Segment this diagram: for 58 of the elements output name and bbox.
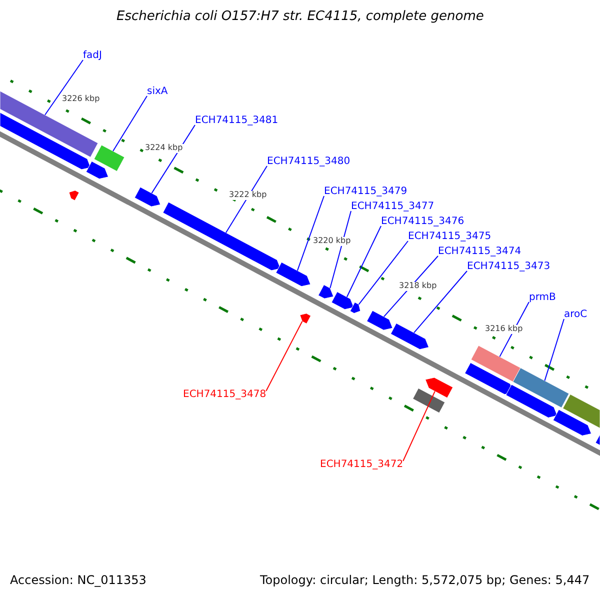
gene-block bbox=[331, 292, 354, 310]
gene-block bbox=[68, 190, 80, 201]
leader-line bbox=[358, 240, 408, 305]
gene-label: ECH74115_3474 bbox=[438, 246, 522, 257]
feature-bar bbox=[0, 90, 98, 158]
scale-label: 3222 kbp bbox=[228, 191, 268, 200]
gene-label: ECH74115_3480 bbox=[267, 156, 350, 167]
gene-label: prmB bbox=[529, 292, 556, 303]
feature-bar bbox=[562, 394, 600, 428]
leader-line bbox=[544, 318, 564, 382]
gene-block bbox=[425, 377, 454, 398]
gene-block bbox=[86, 161, 109, 180]
gene-label: aroC bbox=[564, 309, 588, 320]
genome-summary-text: Topology: circular; Length: 5,572,075 bp; Genes: 5,447 bbox=[260, 574, 590, 588]
scale-label: 3216 kbp bbox=[484, 325, 524, 334]
gene-label: fadJ bbox=[83, 50, 102, 61]
gene-label: ECH74115_3478 bbox=[183, 389, 266, 400]
scale-label: 3224 kbp bbox=[144, 144, 184, 153]
feature-bar bbox=[412, 388, 446, 414]
accession-text: Accession: NC_011353 bbox=[10, 574, 146, 588]
gene-label: ECH74115_3481 bbox=[195, 115, 278, 126]
gene-block bbox=[464, 362, 514, 395]
gene-label: ECH74115_3473 bbox=[467, 261, 550, 272]
leader-line bbox=[151, 124, 196, 194]
leader-line bbox=[225, 166, 268, 234]
gene-block bbox=[0, 112, 91, 170]
leader-line bbox=[44, 60, 84, 116]
gene-block bbox=[350, 302, 361, 314]
gene-block bbox=[595, 434, 600, 446]
scale-label: 3218 kbp bbox=[398, 282, 438, 291]
gene-label: ECH74115_3475 bbox=[408, 231, 492, 242]
feature-bar bbox=[470, 345, 522, 382]
gene-block bbox=[300, 313, 312, 324]
gene-block bbox=[134, 186, 161, 207]
leader-line bbox=[112, 96, 148, 152]
gene-block bbox=[506, 384, 558, 418]
scale-label: 3226 kbp bbox=[61, 95, 101, 104]
gene-block bbox=[390, 323, 430, 350]
scale-label: 3220 kbp bbox=[312, 237, 352, 246]
leader-line bbox=[402, 390, 436, 462]
gene-label: ECH74115_3476 bbox=[381, 216, 464, 227]
feature-bar bbox=[512, 368, 570, 408]
gene-label: ECH74115_3472 bbox=[320, 459, 404, 470]
gene-block bbox=[366, 310, 393, 330]
leader-line bbox=[296, 196, 324, 272]
leader-line bbox=[266, 320, 303, 392]
feature-bar bbox=[94, 144, 125, 172]
leader-line bbox=[414, 270, 468, 334]
leader-line bbox=[330, 210, 352, 289]
leader-line bbox=[346, 226, 382, 298]
map-title: Escherichia coli O157:H7 str. EC4115, complete genome bbox=[116, 10, 484, 24]
gene-block bbox=[276, 262, 311, 287]
gene-block bbox=[318, 284, 334, 299]
gene-label: ECH74115_3479 bbox=[324, 186, 408, 197]
gene-block bbox=[162, 202, 281, 271]
gene-block bbox=[552, 409, 592, 436]
gene-label: ECH74115_3477 bbox=[351, 201, 434, 212]
gene-label: sixA bbox=[147, 86, 168, 97]
